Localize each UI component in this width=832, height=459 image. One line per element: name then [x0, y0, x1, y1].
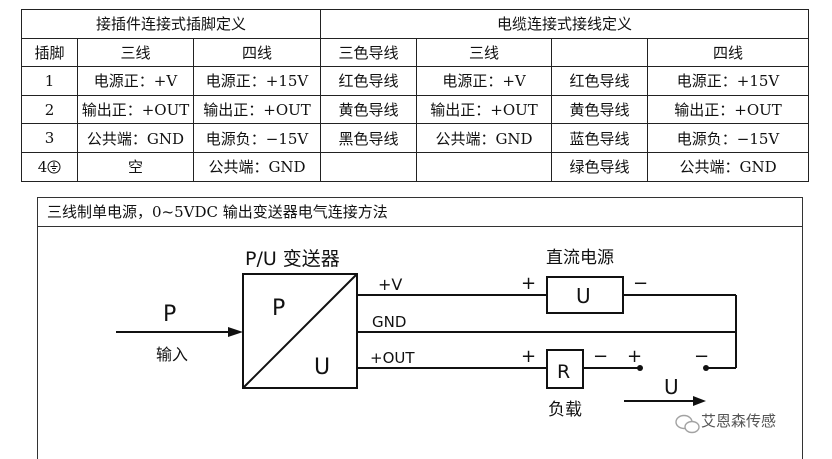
transmitter-label: P/U 变送器 — [245, 248, 340, 270]
cable-three-wire-col-header: 三线 — [416, 37, 553, 68]
transmitter-diagonal — [242, 273, 358, 389]
table-row: 1 电源正：+V 电源正：+15V 红色导线 电源正：+V 红色导线 电源正：+… — [21, 66, 810, 96]
load-plus-sign: + — [521, 346, 536, 367]
table-row: 3 公共端：GND 电源负：−15V 黑色导线 公共端：GND 蓝色导线 电源负… — [21, 123, 810, 153]
three-wire-cell: 输出正：+OUT — [77, 94, 194, 125]
cable-three-cell: 公共端：GND — [416, 123, 553, 153]
cable-three-cell: 电源正：+V — [416, 66, 553, 96]
three-wire-col-header: 三线 — [77, 37, 194, 68]
pin-cell: 1 — [21, 66, 78, 96]
transmitter-p-symbol: P — [272, 296, 285, 321]
four-wire-col-header: 四线 — [192, 37, 322, 68]
table-row: 4 空 公共端：GND 绿色导线 公共端：GND — [21, 151, 810, 182]
input-arrowhead — [228, 327, 243, 337]
four-wire-cell: 公共端：GND — [192, 151, 322, 182]
wiring-panel: 三线制单电源，0~5VDC 输出变送器电气连接方法 — [37, 197, 803, 459]
table-header-row: 接插件连接式插脚定义 电缆连接式接线定义 — [20, 9, 810, 39]
watermark-text: 艾恩森传感 — [701, 412, 777, 430]
wire-color-cell: 绿色导线 — [551, 151, 649, 182]
wire-v-label: +V — [378, 275, 402, 294]
wire-gnd-label: GND — [372, 313, 406, 331]
wire-out-label: +OUT — [370, 349, 415, 367]
source-plus-sign: + — [521, 273, 536, 294]
wiring-panel-title: 三线制单电源，0~5VDC 输出变送器电气连接方法 — [38, 198, 802, 227]
cable-wiring-header: 电缆连接式接线定义 — [320, 9, 810, 39]
three-wire-cell: 空 — [77, 151, 194, 182]
wire-color-cell: 红色导线 — [320, 66, 418, 96]
load-label: 负载 — [548, 400, 582, 420]
input-p-symbol: P — [163, 302, 176, 327]
cable-four-cell: 公共端：GND — [647, 151, 810, 182]
output-arrowhead — [693, 396, 706, 406]
cable-three-cell: 输出正：+OUT — [416, 94, 553, 125]
output-minus-sign: − — [694, 346, 709, 367]
wire-color-cell: 红色导线 — [551, 66, 649, 96]
output-plus-sign: + — [627, 346, 642, 367]
pin-number: 4 — [37, 157, 48, 176]
source-minus-sign: − — [633, 273, 648, 294]
four-wire-cell: 电源负：−15V — [192, 123, 322, 153]
pin-cell: 2 — [21, 94, 78, 125]
connector-pin-header: 接插件连接式插脚定义 — [20, 9, 322, 39]
output-u-symbol: U — [664, 375, 679, 399]
three-wire-cell: 公共端：GND — [77, 123, 194, 153]
cable-four-cell: 输出正：+OUT — [647, 94, 810, 125]
cable-three-cell — [416, 151, 553, 182]
pin-cell: 4 — [21, 151, 78, 182]
input-label: 输入 — [156, 345, 188, 364]
three-wire-cell: 电源正：+V — [77, 66, 194, 96]
output-minus-terminal — [703, 365, 709, 371]
wire-color-cell: 黑色导线 — [320, 123, 418, 153]
table-row: 2 输出正：+OUT 输出正：+OUT 黄色导线 输出正：+OUT 黄色导线 输… — [21, 94, 810, 125]
cable-four-wire-col-header: 四线 — [647, 37, 810, 68]
table-subheader-row: 插脚 三线 四线 三色导线 三线 四线 — [21, 37, 810, 68]
load-minus-sign: − — [593, 346, 608, 367]
load-r-symbol: R — [557, 361, 570, 383]
wire-color-cell: 黄色导线 — [320, 94, 418, 125]
four-wire-cell: 电源正：+15V — [192, 66, 322, 96]
transmitter-u-symbol: U — [314, 355, 330, 380]
cable-four-cell: 电源正：+15V — [647, 66, 810, 96]
pin-definition-table: 接插件连接式插脚定义 电缆连接式接线定义 插脚 三线 四线 三色导线 三线 四线… — [20, 9, 810, 182]
ground-icon — [47, 160, 61, 174]
wechat-icon — [675, 414, 700, 434]
blank-col-header — [551, 37, 649, 68]
dc-source-label: 直流电源 — [546, 248, 614, 268]
output-plus-terminal — [637, 365, 643, 371]
source-u-symbol: U — [576, 284, 591, 308]
